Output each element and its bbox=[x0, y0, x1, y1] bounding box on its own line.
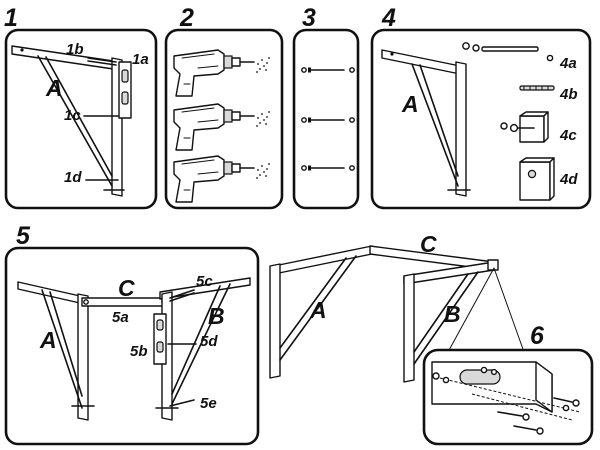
assembled-bracket-b bbox=[403, 259, 499, 383]
bolt-5e bbox=[169, 399, 195, 407]
assembled-bracket-a bbox=[269, 245, 373, 379]
hardware-4d-anchor-block bbox=[519, 157, 555, 201]
step-number-2: 2 bbox=[179, 4, 194, 32]
wall-mount-plate bbox=[118, 61, 132, 119]
step-number-3: 3 bbox=[302, 4, 316, 32]
bracket-a-side-view bbox=[381, 49, 471, 197]
hardware-4c-anchor-block bbox=[500, 111, 549, 143]
part-label-a: A bbox=[309, 297, 327, 323]
panel-step-1: 1 A 1a 1b 1c 1d bbox=[4, 4, 158, 210]
panel-step-3: 3 bbox=[292, 4, 360, 210]
detail-bolt-upper bbox=[432, 366, 498, 384]
label-1d: 1d bbox=[64, 169, 82, 186]
label-5e: 5e bbox=[200, 395, 217, 412]
step-number-5: 5 bbox=[16, 222, 31, 250]
panel-step-2: 2 bbox=[164, 4, 284, 210]
assembled-pull-up-bar: A B C bbox=[269, 231, 525, 383]
label-5c: 5c bbox=[196, 273, 213, 290]
part-label-c: C bbox=[118, 275, 135, 301]
label-4d: 4d bbox=[559, 171, 578, 188]
label-1a: 1a bbox=[132, 51, 149, 68]
label-5b: 5b bbox=[130, 343, 148, 360]
label-4c: 4c bbox=[559, 127, 577, 144]
part-label-a: A bbox=[45, 75, 63, 101]
label-1b: 1b bbox=[66, 41, 84, 58]
label-1c: 1c bbox=[64, 107, 81, 124]
step-number-6: 6 bbox=[530, 322, 545, 350]
step-number-4: 4 bbox=[381, 4, 396, 32]
detail-callout-line bbox=[447, 267, 495, 353]
bolt-1b bbox=[87, 57, 117, 66]
part-label-b: B bbox=[208, 303, 225, 329]
label-4b: 4b bbox=[559, 86, 578, 103]
hardware-4a-long-bolt bbox=[462, 42, 554, 62]
detail-bolt-lower bbox=[497, 397, 580, 435]
panel-step-5: 5 A C B 5a 5b 5c 5d 5e bbox=[4, 222, 260, 446]
bracket-a-front bbox=[17, 281, 95, 421]
part-label-a: A bbox=[39, 327, 57, 353]
part-label-b: B bbox=[444, 301, 461, 327]
panel-step-4: 4 A 4a 4b 4c 4d bbox=[370, 4, 592, 210]
label-4a: 4a bbox=[559, 55, 577, 72]
part-label-a: A bbox=[401, 91, 419, 117]
detail-callout-line bbox=[493, 267, 525, 353]
hardware-4b-threaded-rod bbox=[519, 85, 555, 91]
bolt-5c bbox=[169, 289, 195, 302]
label-5a: 5a bbox=[112, 309, 129, 326]
label-5d: 5d bbox=[200, 333, 218, 350]
part-label-c: C bbox=[420, 231, 437, 257]
step-number-1: 1 bbox=[4, 4, 18, 32]
panel-step-6-detail: 6 bbox=[422, 322, 594, 446]
